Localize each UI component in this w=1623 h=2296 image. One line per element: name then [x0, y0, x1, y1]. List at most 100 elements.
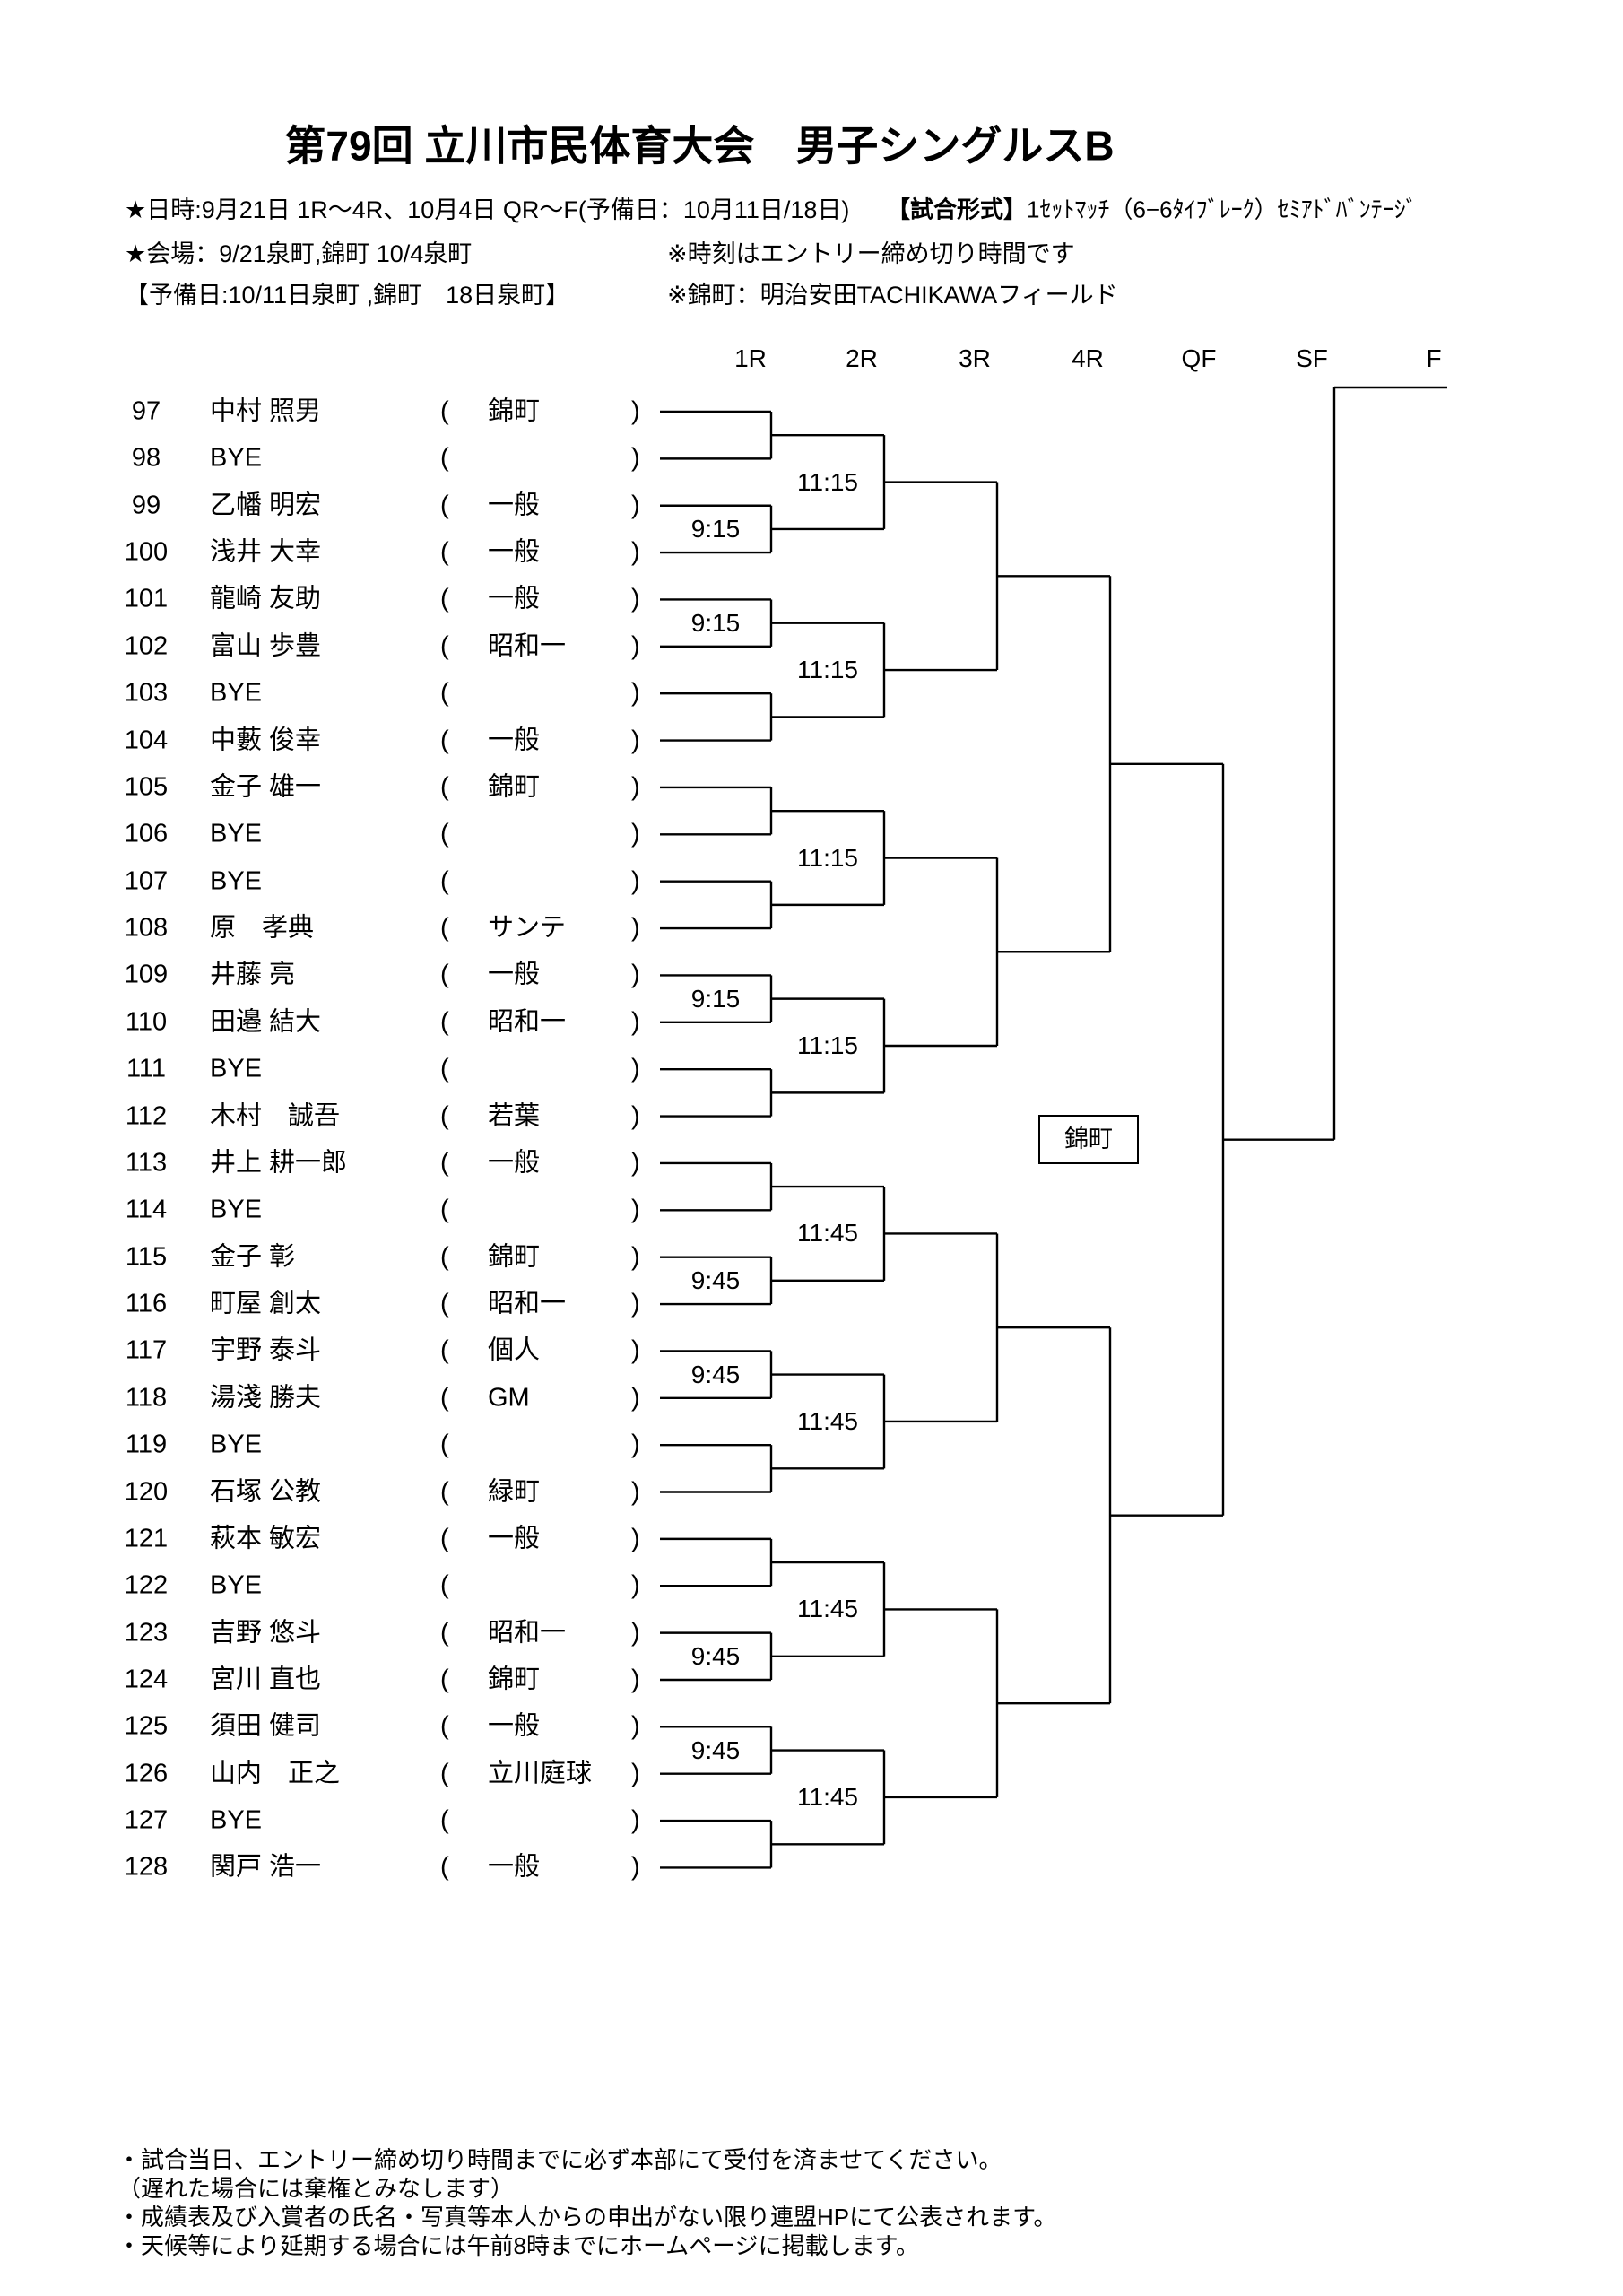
- venue-box: 錦町: [1038, 1115, 1139, 1164]
- club-open-paren: (: [440, 1665, 449, 1694]
- player-club: 一般: [488, 1524, 541, 1553]
- draw-number: 108: [124, 913, 169, 943]
- round-header: QF: [1181, 344, 1217, 373]
- draw-number: 115: [125, 1242, 168, 1272]
- page-title: 第79回 立川市民体育大会 男子シングルスB: [284, 122, 1115, 170]
- draw-number: 113: [125, 1148, 168, 1178]
- player-name: 田邉 結大: [210, 1007, 322, 1037]
- club-open-paren: (: [440, 866, 449, 896]
- player-name: BYE: [210, 678, 263, 708]
- club-close-paren: ): [631, 1383, 640, 1413]
- player-name: BYE: [210, 819, 263, 848]
- club-close-paren: ): [631, 1195, 640, 1224]
- draw-number: 104: [124, 726, 169, 755]
- club-close-paren: ): [631, 1242, 640, 1272]
- match-time-label: 9:15: [690, 608, 741, 637]
- club-close-paren: ): [631, 1665, 640, 1694]
- draw-number: 106: [124, 819, 169, 848]
- draw-number: 110: [125, 1007, 168, 1037]
- club-close-paren: ): [631, 396, 640, 426]
- club-close-paren: ): [631, 678, 640, 708]
- club-close-paren: ): [631, 1618, 640, 1648]
- club-close-paren: ): [631, 1430, 640, 1459]
- player-name: 須田 健司: [210, 1711, 322, 1741]
- draw-number: 114: [125, 1195, 168, 1224]
- draw-number: 121: [124, 1524, 169, 1553]
- player-club: 若葉: [488, 1101, 541, 1131]
- draw-number: 117: [125, 1335, 168, 1365]
- player-name: 中村 照男: [210, 396, 322, 426]
- club-close-paren: ): [631, 1289, 640, 1318]
- club-open-paren: (: [440, 585, 449, 614]
- club-close-paren: ): [631, 961, 640, 990]
- club-open-paren: (: [440, 819, 449, 848]
- club-close-paren: ): [631, 1805, 640, 1835]
- time-note: ※時刻はエントリー締め切り時間です: [667, 239, 1075, 267]
- player-club: 錦町: [488, 772, 541, 802]
- match-time-label: 9:15: [690, 984, 741, 1013]
- draw-number: 103: [124, 678, 169, 708]
- club-close-paren: ): [631, 913, 640, 943]
- draw-number: 112: [125, 1101, 168, 1131]
- club-open-paren: (: [440, 1383, 449, 1413]
- player-name: BYE: [210, 1805, 263, 1835]
- club-open-paren: (: [440, 537, 449, 567]
- player-club: サンテ: [488, 913, 567, 943]
- club-close-paren: ): [631, 1148, 640, 1178]
- match-time-label: 9:45: [690, 1360, 741, 1388]
- player-name: 萩本 敏宏: [210, 1524, 322, 1553]
- player-club: 一般: [488, 537, 541, 567]
- club-open-paren: (: [440, 1570, 449, 1600]
- player-club: 一般: [488, 1711, 541, 1741]
- draw-number: 128: [124, 1853, 169, 1883]
- club-close-paren: ): [631, 819, 640, 848]
- club-close-paren: ): [631, 1007, 640, 1037]
- match-time-label: 9:45: [690, 1735, 741, 1764]
- draw-number: 125: [124, 1711, 169, 1741]
- club-open-paren: (: [440, 1524, 449, 1553]
- draw-number: 98: [131, 443, 161, 473]
- club-open-paren: (: [440, 1054, 449, 1083]
- club-open-paren: (: [440, 678, 449, 708]
- club-open-paren: (: [440, 1618, 449, 1648]
- player-name: 宮川 直也: [210, 1665, 322, 1694]
- player-name: 富山 歩豊: [210, 631, 322, 661]
- match-time-label: 11:45: [797, 1595, 858, 1623]
- club-close-paren: ): [631, 1054, 640, 1083]
- club-open-paren: (: [440, 396, 449, 426]
- draw-number: 100: [124, 537, 169, 567]
- club-close-paren: ): [631, 1335, 640, 1365]
- club-open-paren: (: [440, 1148, 449, 1178]
- club-close-paren: ): [631, 1853, 640, 1883]
- player-name: 原 孝典: [210, 913, 315, 943]
- draw-number: 126: [124, 1759, 169, 1788]
- player-club: 一般: [488, 726, 541, 755]
- player-name: BYE: [210, 1570, 263, 1600]
- draw-number: 119: [125, 1430, 168, 1459]
- club-close-paren: ): [631, 726, 640, 755]
- draw-number: 97: [131, 396, 161, 426]
- match-time-label: 9:15: [690, 515, 741, 544]
- match-time-label: 11:15: [797, 467, 858, 496]
- player-club: 錦町: [488, 396, 541, 426]
- round-header: 3R: [959, 344, 991, 373]
- player-name: BYE: [210, 1195, 263, 1224]
- reserve-days-text: 【予備日:10/11日泉町 ,錦町 18日泉町】: [125, 281, 570, 309]
- draw-number: 109: [124, 961, 169, 990]
- draw-number: 105: [124, 772, 169, 802]
- player-name: BYE: [210, 1430, 263, 1459]
- player-club: 一般: [488, 1148, 541, 1178]
- draw-number: 116: [125, 1289, 168, 1318]
- footer-note: ・天候等により延期する場合には午前8時までにホームページに掲載します。: [117, 2232, 920, 2259]
- player-name: BYE: [210, 866, 263, 896]
- player-name: BYE: [210, 1054, 263, 1083]
- draw-number: 118: [125, 1383, 168, 1413]
- match-format-label: 【試合形式】: [887, 196, 1028, 223]
- club-open-paren: (: [440, 1430, 449, 1459]
- club-close-paren: ): [631, 1570, 640, 1600]
- club-close-paren: ): [631, 1477, 640, 1507]
- footer-note: ・試合当日、エントリー締め切り時間までに必ず本部にて受付を済ませてください。: [117, 2146, 1002, 2173]
- club-open-paren: (: [440, 1805, 449, 1835]
- club-open-paren: (: [440, 1101, 449, 1131]
